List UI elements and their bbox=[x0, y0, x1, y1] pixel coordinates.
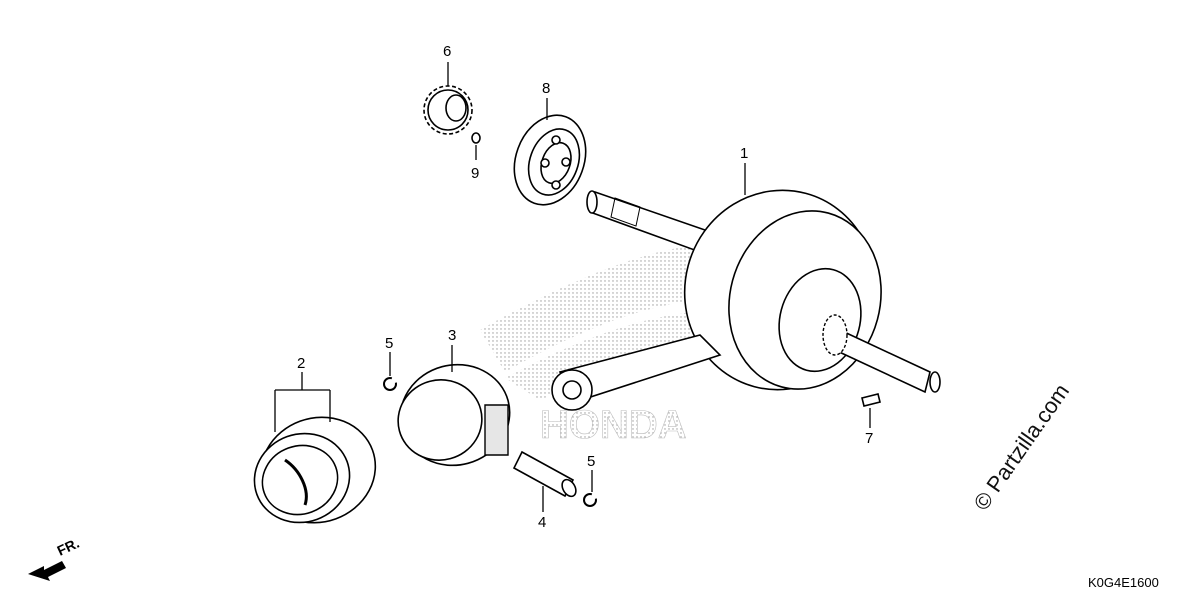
piston-3[interactable] bbox=[389, 352, 521, 477]
honda-logo-text: HONDA bbox=[540, 403, 687, 447]
callout-7: 7 bbox=[865, 430, 873, 447]
piston-pin-4[interactable] bbox=[512, 450, 579, 499]
front-direction-arrow: FR. bbox=[28, 535, 82, 581]
leader-lines bbox=[274, 62, 871, 512]
diagram-code: K0G4E1600 bbox=[1088, 575, 1159, 590]
callout-5a: 5 bbox=[385, 335, 393, 352]
piston-pin-clip-5a[interactable] bbox=[383, 377, 397, 391]
callout-9: 9 bbox=[471, 165, 479, 182]
callout-2: 2 bbox=[297, 355, 305, 372]
callout-8: 8 bbox=[542, 80, 550, 97]
woodruff-key-9[interactable] bbox=[471, 132, 481, 144]
callout-1: 1 bbox=[740, 145, 748, 162]
piston-ring-set-2[interactable] bbox=[242, 401, 390, 538]
direction-label: FR. bbox=[55, 535, 82, 559]
woodruff-key-7[interactable] bbox=[861, 393, 881, 407]
piston-pin-clip-5b[interactable] bbox=[583, 493, 597, 507]
callout-3: 3 bbox=[448, 327, 456, 344]
partzilla-watermark: © Partzilla.com bbox=[969, 379, 1075, 515]
arrow-icon bbox=[28, 561, 66, 581]
callout-4: 4 bbox=[538, 514, 546, 531]
ball-bearing-8[interactable] bbox=[502, 105, 597, 215]
callout-6: 6 bbox=[443, 43, 451, 60]
callout-5b: 5 bbox=[587, 453, 595, 470]
sprocket-gear-6[interactable] bbox=[423, 85, 473, 135]
crankshaft-1[interactable] bbox=[551, 169, 941, 411]
